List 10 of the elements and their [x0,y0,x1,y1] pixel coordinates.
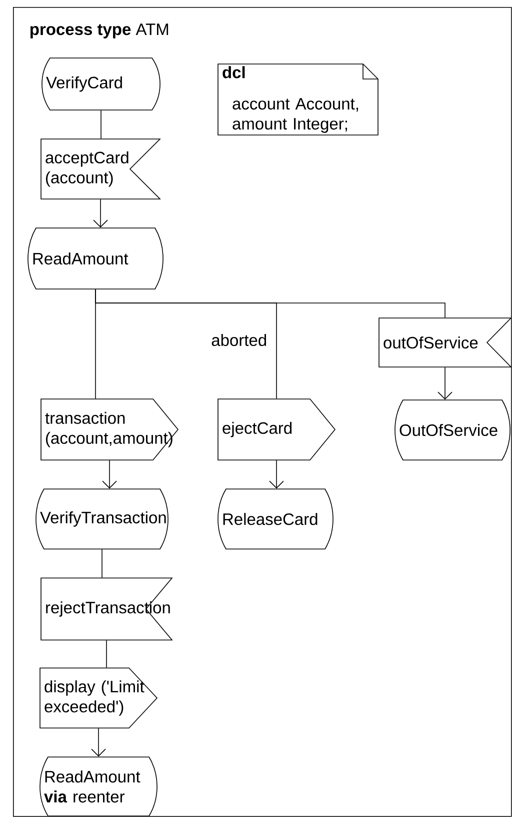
connector [91,728,106,757]
note-box: dcl account Account, amount Integer; [218,64,378,136]
edge-label: aborted [210,332,268,348]
connector [102,460,117,489]
connector [95,289,446,318]
connector [269,460,284,489]
connector [438,367,452,400]
connector [93,199,108,228]
connector [106,640,107,668]
connector [100,110,102,139]
